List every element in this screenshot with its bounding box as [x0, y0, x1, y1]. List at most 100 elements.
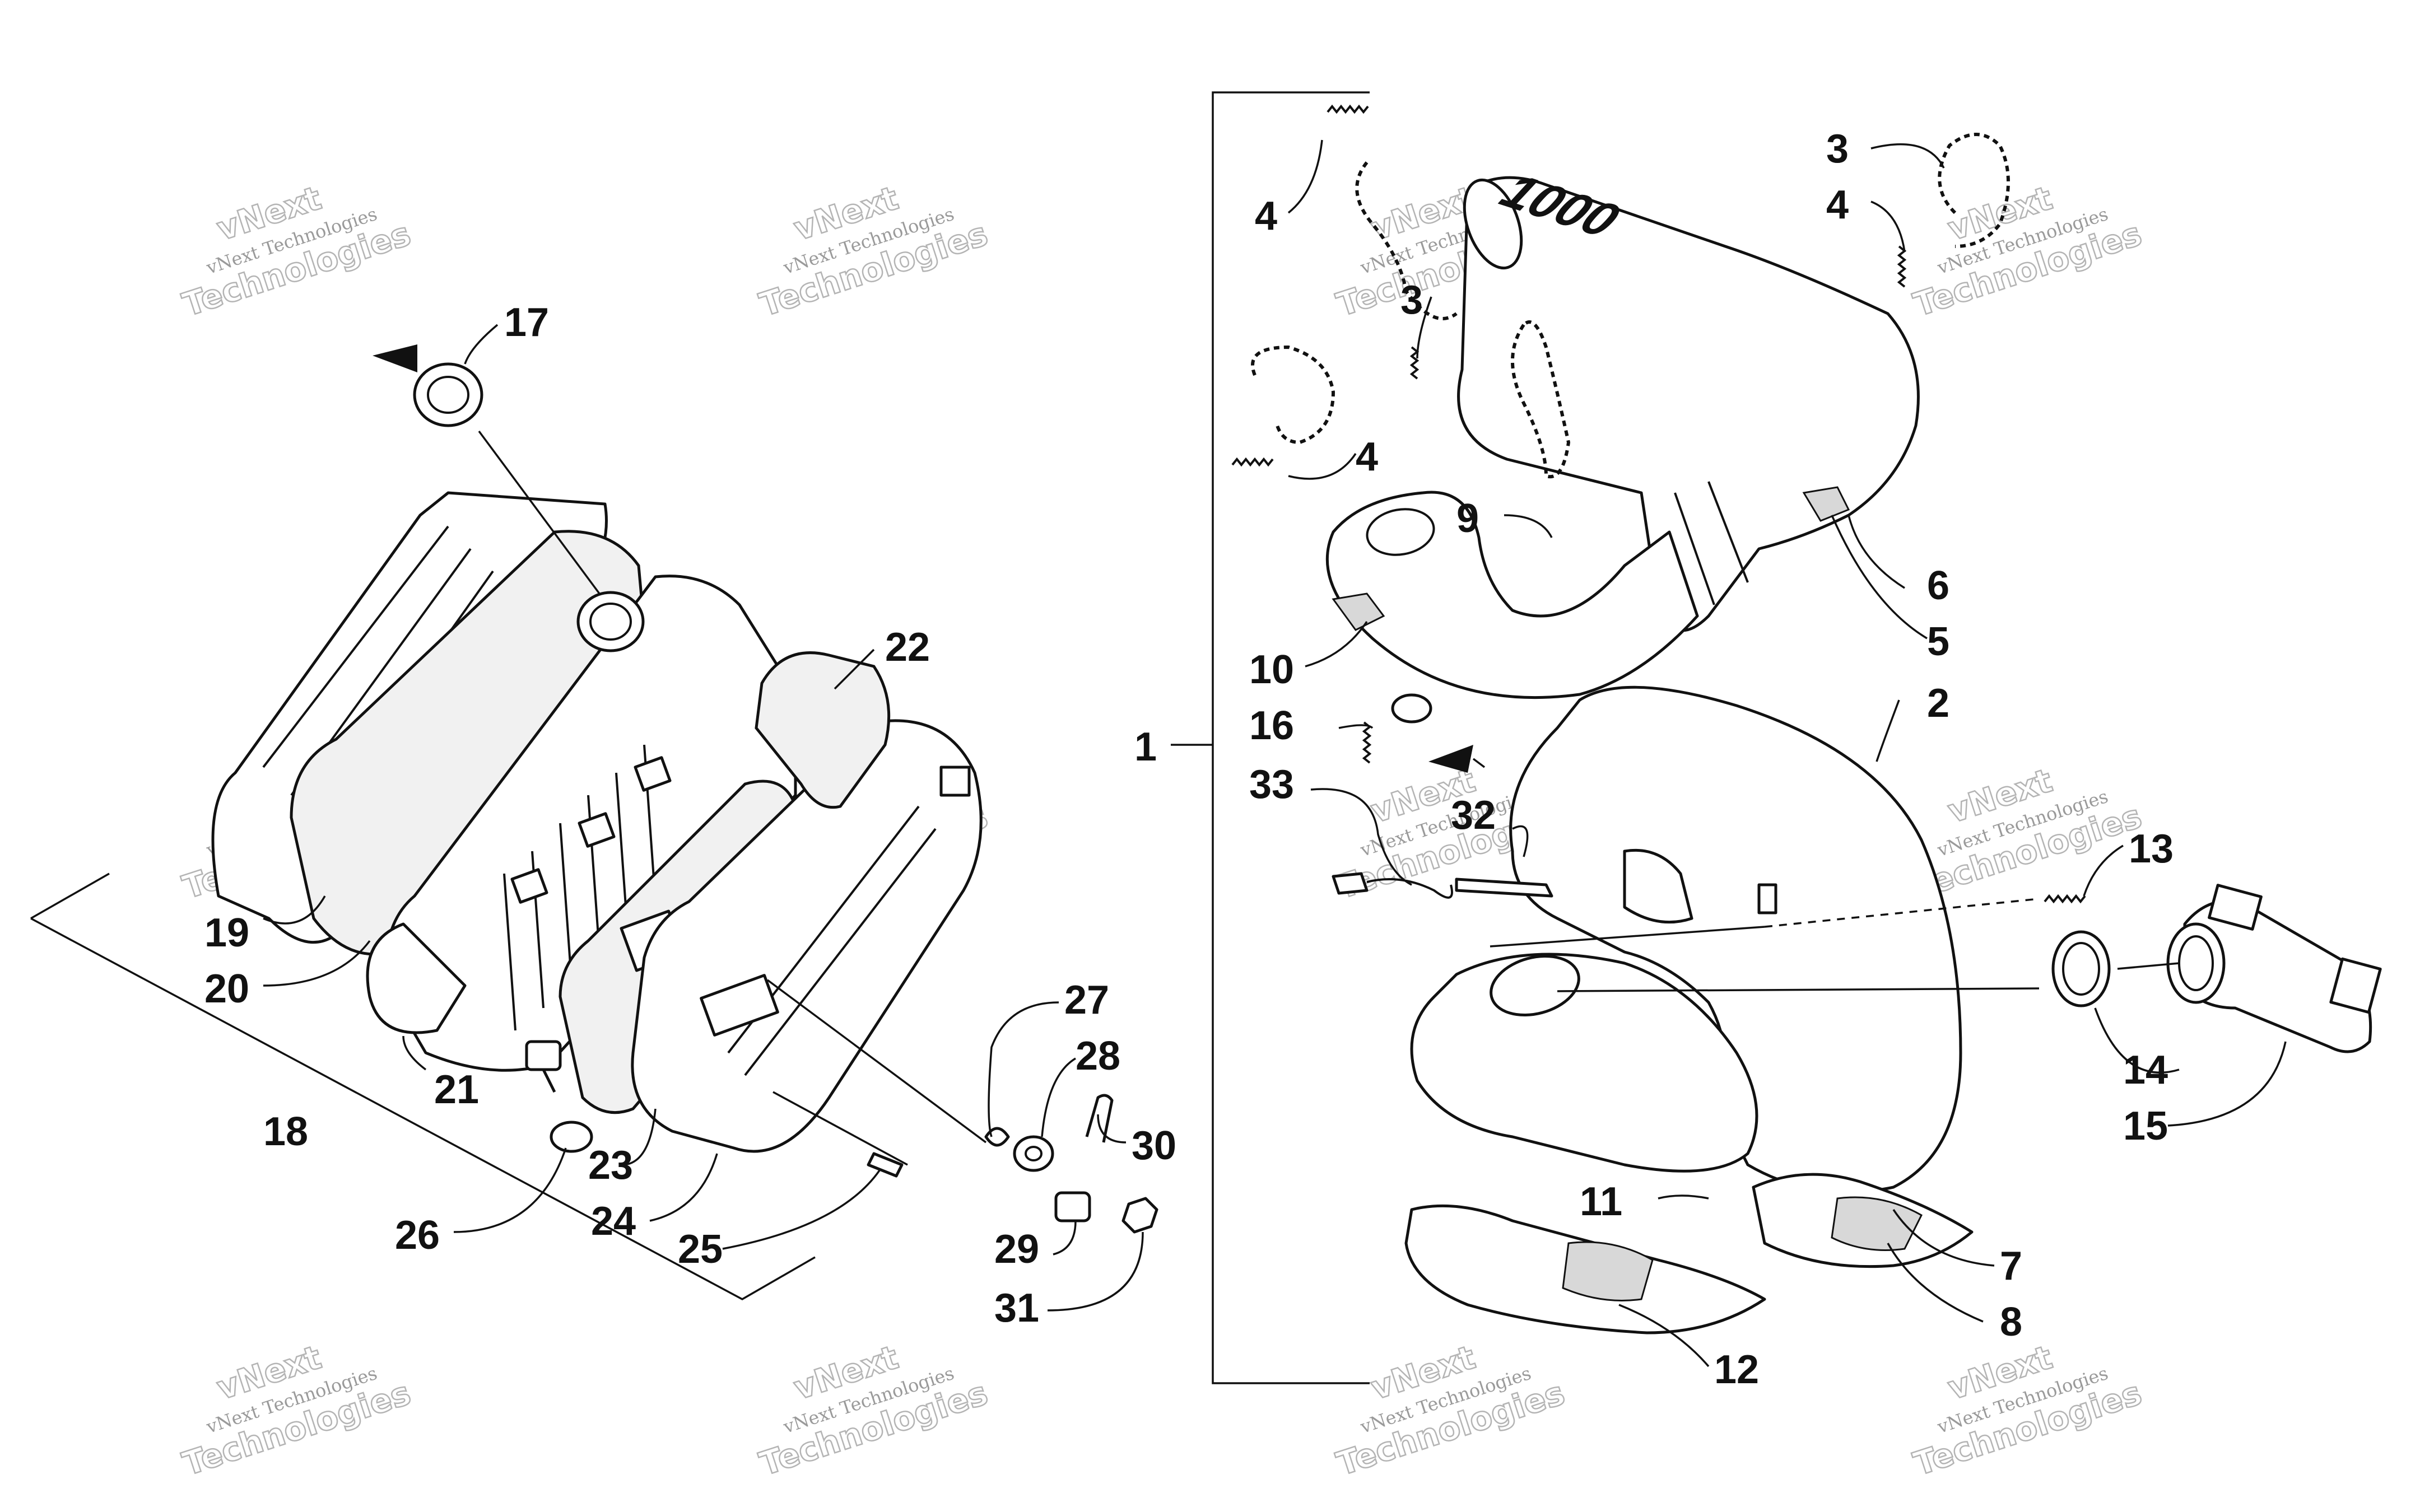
- retaining-chain: [1251, 345, 1335, 445]
- leader-5: [1831, 515, 1928, 640]
- sensor-wire: [1366, 878, 1453, 899]
- assembly-bracket-18: [30, 872, 110, 920]
- canister-inlet-end: [1463, 178, 1523, 270]
- callout-21: 21: [434, 1067, 479, 1112]
- leader-4a: [1287, 139, 1323, 214]
- nut: [1121, 1197, 1158, 1234]
- leader-15: [2167, 1041, 2287, 1127]
- front-shell: [631, 719, 983, 1153]
- callout-8: 8: [2000, 1300, 2022, 1345]
- leader-2: [1876, 699, 1900, 762]
- callout-22: 22: [885, 625, 930, 670]
- leader-23: [621, 1108, 657, 1166]
- callout-3-top-right: 3: [1826, 127, 1849, 171]
- callout-4-top-left: 4: [1255, 194, 1277, 239]
- tension-spring: [1409, 346, 1420, 380]
- callout-14: 14: [2123, 1048, 2168, 1093]
- expansion-chamber-assembly: 1000: [1212, 91, 2382, 1384]
- leader-12: [1618, 1304, 1710, 1368]
- hairpin-clip: [1085, 1094, 1114, 1143]
- watermark: vNext vNext Technologies Technologies: [1332, 1337, 1570, 1484]
- grommet-to-inlet: [478, 430, 601, 595]
- pin: [867, 1152, 904, 1178]
- leader-11: [1658, 1194, 1709, 1200]
- spacer: [1054, 1191, 1091, 1222]
- callout-23: 23: [588, 1143, 633, 1188]
- tension-spring: [1897, 245, 1907, 288]
- callout-6: 6: [1927, 563, 1949, 608]
- callout-31: 31: [994, 1286, 1039, 1331]
- leader-31: [1047, 1231, 1144, 1312]
- canister-inlet: [576, 591, 645, 652]
- callout-10: 10: [1249, 647, 1294, 692]
- leader-24: [649, 1153, 718, 1222]
- inlet-grommet-bore: [427, 376, 469, 414]
- callout-19: 19: [204, 911, 249, 955]
- retaining-chain: [1355, 161, 1458, 320]
- callout-20: 20: [204, 967, 249, 1011]
- arrow-marker: [373, 344, 417, 372]
- callout-28: 28: [1076, 1034, 1120, 1079]
- manifold-flange: [2208, 884, 2263, 931]
- tension-spring: [1231, 457, 1274, 467]
- callout-4-lower: 4: [1356, 435, 1378, 479]
- callout-1: 1: [1134, 725, 1157, 769]
- leader-4b: [1870, 200, 1906, 253]
- stud-head: [525, 1040, 562, 1071]
- callout-29: 29: [994, 1227, 1039, 1272]
- leader-28: [1041, 1057, 1076, 1137]
- lower-shield-mesh: [1562, 1241, 1654, 1301]
- assembly-bracket-18-base: [30, 917, 816, 1301]
- watermark: vNext vNext Technologies Technologies: [178, 178, 416, 325]
- canister-inlet-bore: [589, 603, 632, 641]
- chamber-mount: [1623, 848, 1693, 924]
- leader-14: [2094, 1007, 2180, 1074]
- arrow-tail: [1472, 758, 1486, 768]
- leader-4c: [1288, 453, 1357, 480]
- leader-7: [1892, 1209, 1995, 1267]
- sensor-probe: [1455, 878, 1553, 898]
- callout-labels: 1 2 3 3 4 4 4 5 6 7 8 9 10 11 12 13 14 1…: [204, 127, 2174, 1392]
- callout-18: 18: [263, 1109, 308, 1154]
- align-line: [1764, 898, 2040, 928]
- callout-2: 2: [1927, 681, 1949, 726]
- main-chamber: [1509, 685, 1962, 1194]
- callout-3-center: 3: [1400, 278, 1423, 323]
- watermark: vNext vNext Technologies Technologies: [1909, 178, 2147, 325]
- arrow-marker: [1428, 745, 1473, 773]
- silencer-assembly: [30, 344, 1158, 1301]
- u-bend-pipe: [1325, 491, 1699, 699]
- canister-collar: [1674, 481, 1749, 605]
- leader-8: [1887, 1243, 1984, 1323]
- leader-10: [1305, 621, 1368, 668]
- leader-19: [263, 895, 326, 925]
- leader-30: [1097, 1114, 1127, 1144]
- callout-16: 16: [1249, 703, 1294, 748]
- leader-20: [263, 940, 371, 987]
- mount-axis-upper: [766, 979, 987, 1144]
- callout-5: 5: [1927, 619, 1949, 664]
- callout-17: 17: [504, 300, 549, 345]
- leader-13: [2083, 844, 2124, 897]
- canister-tab: [578, 812, 616, 848]
- align-line: [2117, 962, 2180, 970]
- callout-24: 24: [591, 1199, 636, 1244]
- manifold-port: [2166, 922, 2226, 1004]
- callout-9: 9: [1456, 496, 1479, 541]
- chamber-bracket: [1757, 883, 1777, 914]
- watermark: vNext vNext Technologies Technologies: [178, 1337, 416, 1484]
- callout-leaders: [263, 139, 2287, 1368]
- canister-tab: [510, 868, 548, 904]
- chamber-fitting: [1391, 693, 1432, 724]
- canister-outlet: [366, 922, 467, 1034]
- leader-9: [1504, 514, 1553, 538]
- watermark: vNext vNext Technologies Technologies: [755, 178, 993, 325]
- coupler-ring-bore: [2062, 942, 2100, 996]
- leader-3a: [1416, 296, 1432, 359]
- callout-25: 25: [678, 1227, 723, 1272]
- sensor-plug: [1332, 872, 1369, 895]
- bushing: [550, 1121, 593, 1153]
- callout-27: 27: [1064, 978, 1109, 1023]
- watermark: vNext vNext Technologies Technologies: [755, 1337, 993, 1484]
